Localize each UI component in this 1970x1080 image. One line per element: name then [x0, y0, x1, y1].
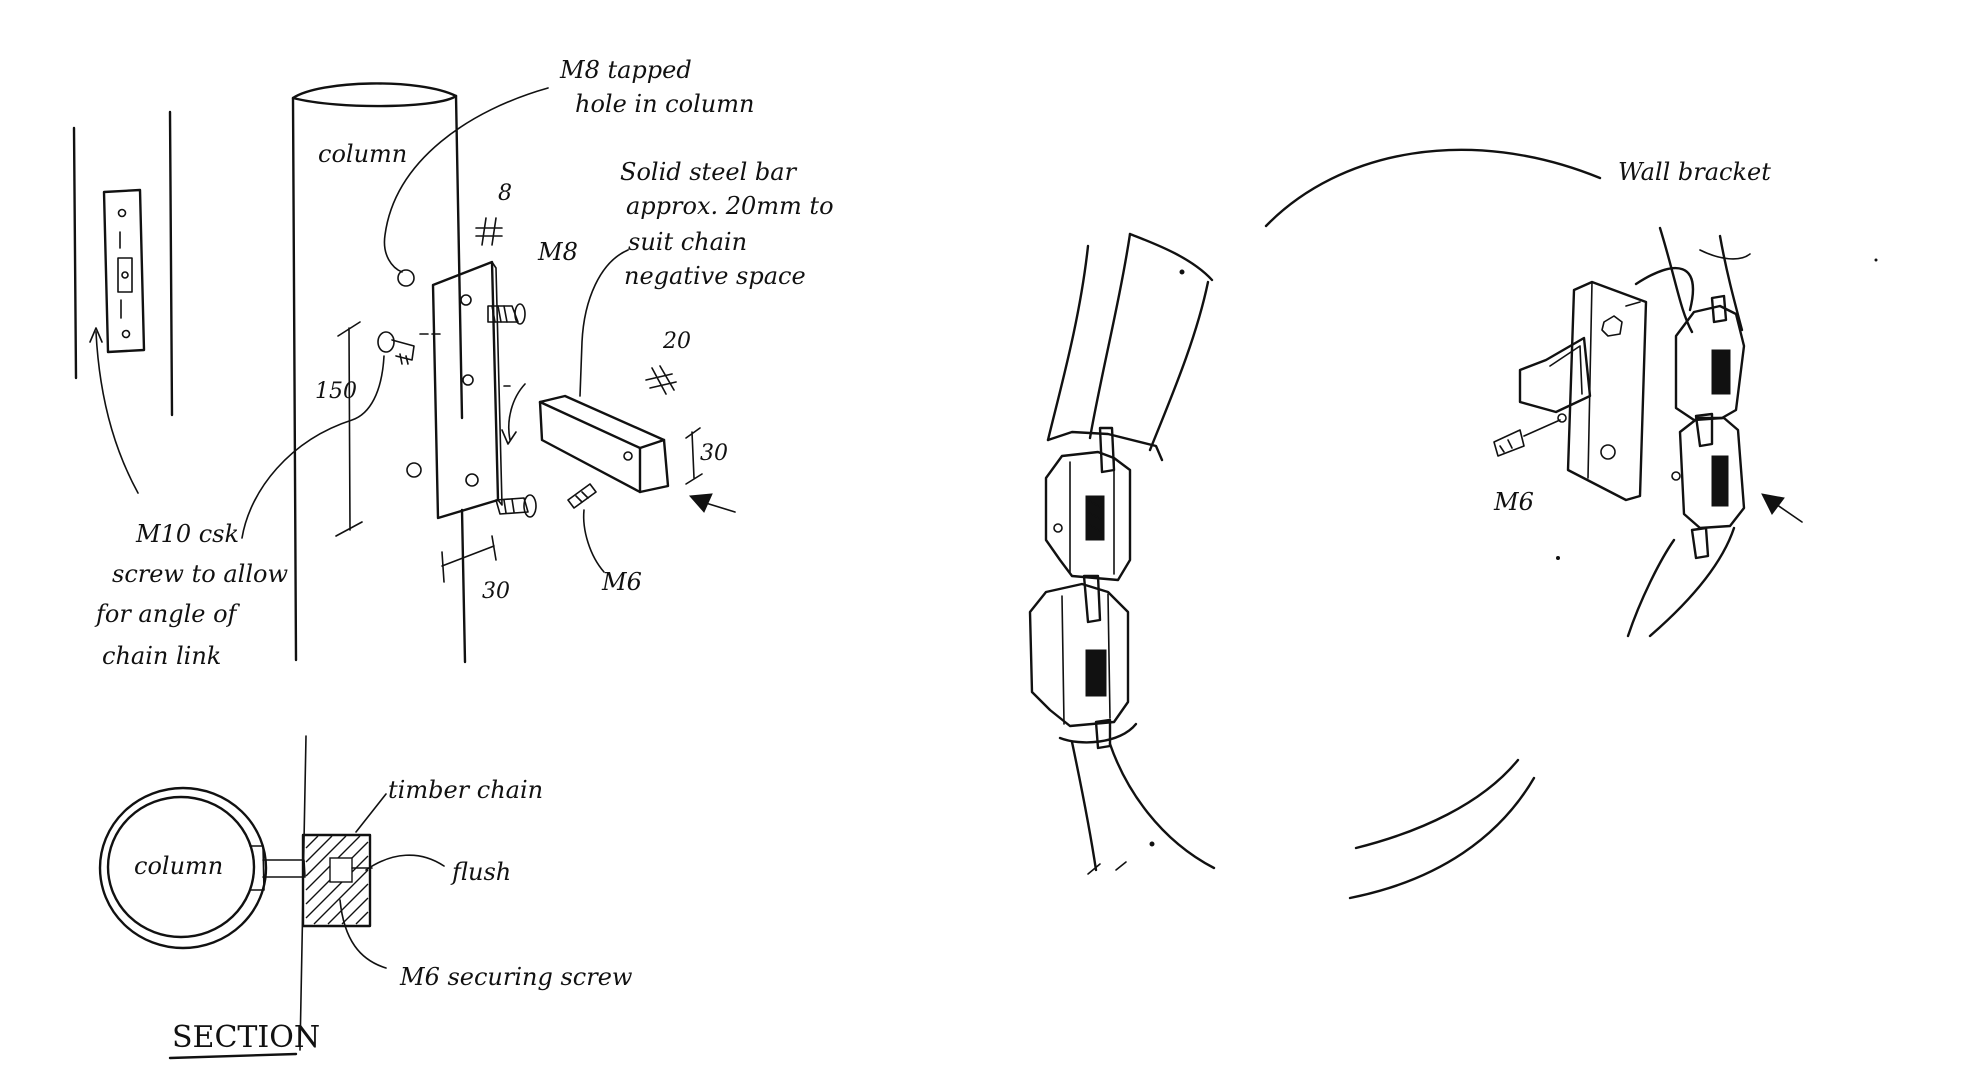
steel-bar-label-line3: suit chain [628, 228, 747, 256]
dim-150-line [335, 321, 363, 537]
column-drawing [291, 82, 467, 664]
m10-lower-screw [495, 494, 537, 518]
dim-30-bar-line [685, 427, 703, 485]
wall-bracket-drawing [1493, 280, 1648, 502]
wall-bracket-label: Wall bracket [1618, 158, 1771, 186]
m10-label-line1: M10 csk [135, 520, 239, 548]
chain-right [1626, 226, 1751, 638]
m6-leader-left [582, 509, 605, 573]
flush-leader [365, 854, 445, 871]
dim-8-label: 8 [498, 181, 512, 206]
section-title-underline [168, 1052, 298, 1060]
m10-label-line3: for angle of [94, 600, 241, 628]
column-label: column [318, 140, 407, 168]
view-arrow-right-head [1761, 493, 1785, 515]
stray-dot [1556, 556, 1560, 560]
dim-150-label: 150 [315, 379, 357, 404]
steel-bar [538, 394, 670, 494]
plate-elevation [72, 110, 174, 417]
view-arrow-left-head [688, 493, 713, 513]
m6-screw-left [567, 483, 597, 509]
m8-label: M8 [537, 238, 578, 266]
plate-leader-arrow [89, 327, 139, 494]
m6-securing-label: M6 securing screw [399, 963, 633, 991]
timber-chain-leader [355, 793, 387, 833]
flush-label: flush [450, 858, 511, 886]
timber-chain-label: timber chain [388, 776, 543, 804]
chain-middle [1028, 232, 1216, 875]
m10-screw [377, 331, 415, 365]
m8-hole-leader [383, 87, 549, 273]
steel-bar-leader [579, 249, 629, 397]
dim-20-label: 20 [662, 329, 691, 354]
wall-arc-lower [1354, 758, 1520, 850]
m10-leader [241, 355, 385, 539]
dim-30-bar-label: 30 [700, 441, 728, 466]
m10-label-line4: chain link [102, 642, 221, 670]
wall-arc-upper [1264, 148, 1602, 228]
steel-bar-label-line2: approx. 20mm to [626, 192, 834, 220]
m10-label-line2: screw to allow [112, 560, 288, 588]
m8-hole-label-line1: M8 tapped [559, 56, 692, 84]
dim-20-marks [645, 365, 677, 395]
section-drawing [98, 735, 373, 1051]
m8-hole-label-line2: hole in column [575, 90, 754, 118]
plate-axis-dashes [419, 333, 511, 387]
rotation-arrow [501, 383, 526, 445]
section-column-label: column [134, 852, 223, 880]
m8-screw [487, 303, 526, 325]
section-title: SECTION [172, 1020, 320, 1055]
steel-bar-label-line4: negative space [624, 262, 806, 290]
dim-30-plate-label: 30 [482, 579, 510, 604]
column-plate [431, 260, 503, 520]
m6-securing-leader [339, 899, 387, 969]
wall-arc-lower2 [1348, 776, 1536, 900]
steel-bar-label-line1: Solid steel bar [620, 158, 798, 186]
m6-label-right: M6 [1493, 488, 1534, 516]
dim-8-marks [475, 217, 503, 246]
dim-30-plate-line [441, 535, 497, 583]
m6-label-left: M6 [601, 568, 642, 596]
stray-dot-2 [1874, 258, 1878, 262]
